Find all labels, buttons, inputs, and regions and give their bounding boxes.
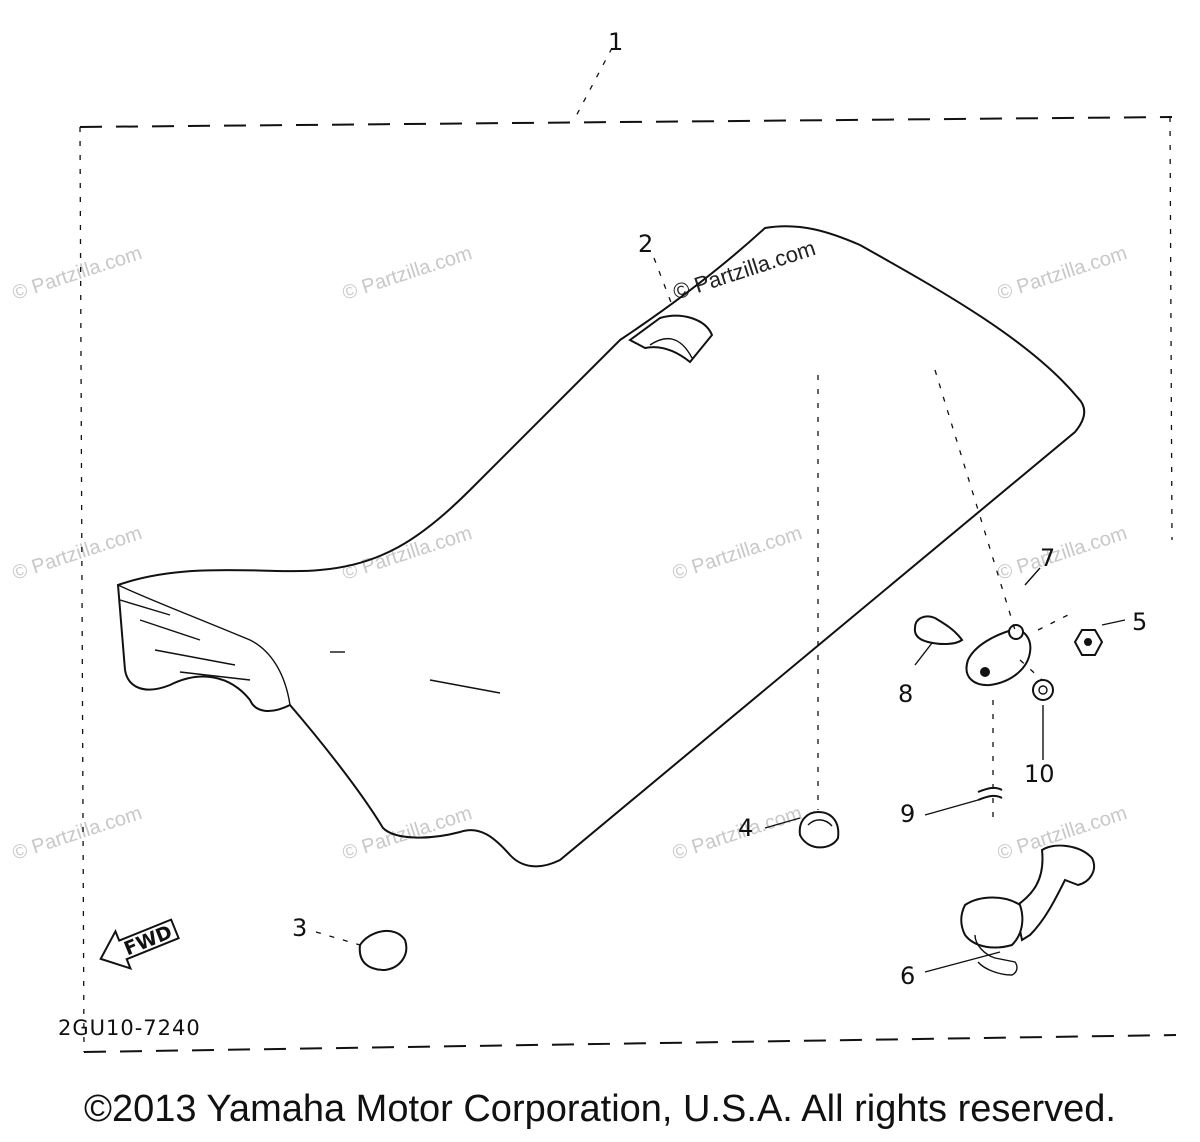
drawing-code: 2GU10-7240 — [58, 1016, 201, 1040]
part-8-knob — [913, 615, 964, 646]
callout-9: 9 — [900, 800, 915, 828]
watermark: © Partzilla.com — [995, 242, 1130, 305]
watermarks: © Partzilla.com © Partzilla.com © Partzi… — [10, 235, 1130, 865]
watermark: © Partzilla.com — [995, 522, 1130, 585]
part-6-seat-lock — [960, 844, 1096, 976]
fwd-label: FWD — [121, 921, 175, 960]
watermark: © Partzilla.com — [670, 522, 805, 585]
assembly-boundary — [79, 116, 1177, 1053]
watermark: © Partzilla.com — [340, 522, 475, 585]
watermark: © Partzilla.com — [340, 242, 475, 305]
part-2-strap — [628, 314, 714, 364]
callout-2: 2 — [638, 230, 653, 258]
callout-10: 10 — [1024, 760, 1055, 788]
callout-numbers: 1 2 3 4 5 6 7 8 9 10 — [292, 28, 1147, 990]
watermark: © Partzilla.com — [10, 522, 145, 585]
part-4-damper — [798, 810, 840, 849]
callout-7: 7 — [1040, 544, 1055, 572]
part-5-nut — [1073, 629, 1104, 656]
callout-3: 3 — [292, 914, 307, 942]
fwd-arrow: FWD — [99, 918, 180, 971]
seat-body — [116, 225, 1086, 868]
part-9-spring — [977, 786, 1003, 801]
callout-5: 5 — [1132, 608, 1147, 636]
watermark: © Partzilla.com — [10, 242, 145, 305]
part-7-bracket — [965, 624, 1032, 687]
callout-8: 8 — [898, 680, 913, 708]
copyright-notice: ©2013 Yamaha Motor Corporation, U.S.A. A… — [84, 1088, 1116, 1130]
callout-4: 4 — [738, 814, 753, 842]
leader-lines — [315, 47, 1126, 973]
part-3-cushion — [358, 930, 408, 972]
part-10-washer — [1032, 679, 1054, 701]
watermark: © Partzilla.com — [10, 802, 145, 865]
callout-1: 1 — [608, 28, 623, 56]
callout-6: 6 — [900, 962, 915, 990]
